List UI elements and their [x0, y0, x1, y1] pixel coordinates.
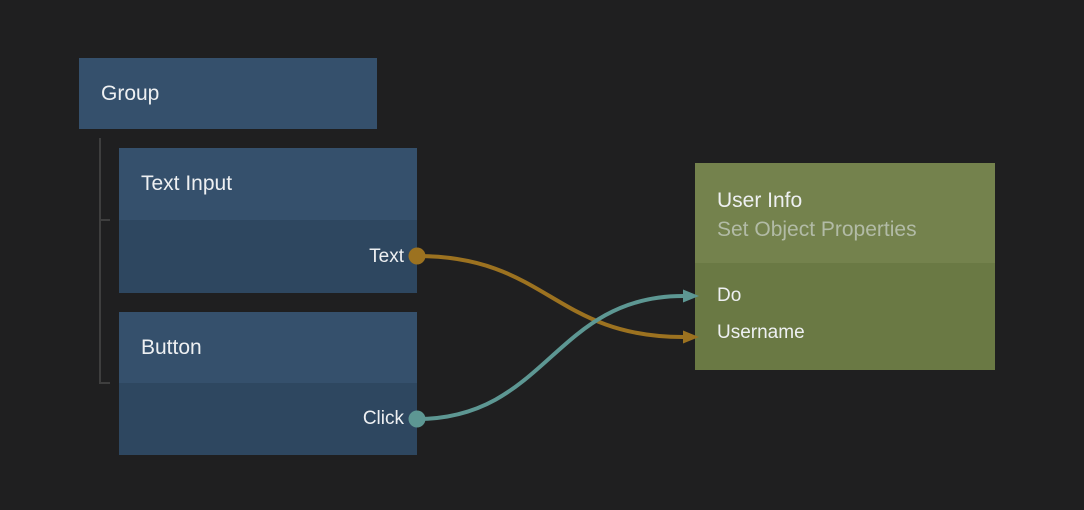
node-title: Text Input	[141, 172, 233, 195]
node-user-info-header: User Info Set Object Properties	[695, 163, 995, 263]
node-user-info-body: Do Username	[695, 263, 995, 370]
node-button-header: Button	[119, 312, 417, 383]
node-group[interactable]: Group	[79, 58, 377, 129]
node-button[interactable]: Button Click	[119, 312, 417, 455]
node-text-input-body: Text	[119, 220, 417, 293]
node-subtitle: Set Object Properties	[717, 218, 917, 241]
node-button-body: Click	[119, 383, 417, 455]
wire-teal-path[interactable]	[416, 294, 684, 421]
connection-text-to-username[interactable]	[408, 247, 700, 344]
output-port-label: Text	[369, 245, 404, 267]
node-title: User Info	[717, 189, 803, 212]
tree-connector-line	[99, 138, 110, 384]
output-row-click: Click	[119, 383, 417, 455]
output-port-label: Click	[362, 408, 404, 429]
node-text-input[interactable]: Text Input Text	[119, 148, 417, 293]
node-title: Group	[101, 81, 160, 105]
input-row-username: Username	[695, 314, 995, 351]
node-text-input-header: Text Input	[119, 148, 417, 220]
node-user-info[interactable]: User Info Set Object Properties Do Usern…	[695, 163, 995, 370]
connection-click-to-do[interactable]	[408, 289, 700, 428]
input-port-label: Username	[717, 321, 805, 343]
input-row-do: Do	[695, 277, 995, 314]
node-title: Button	[141, 335, 202, 359]
output-row-text: Text	[119, 220, 417, 293]
wire-orange-path[interactable]	[416, 254, 684, 339]
node-group-header: Group	[79, 58, 377, 129]
input-port-label: Do	[717, 284, 742, 306]
